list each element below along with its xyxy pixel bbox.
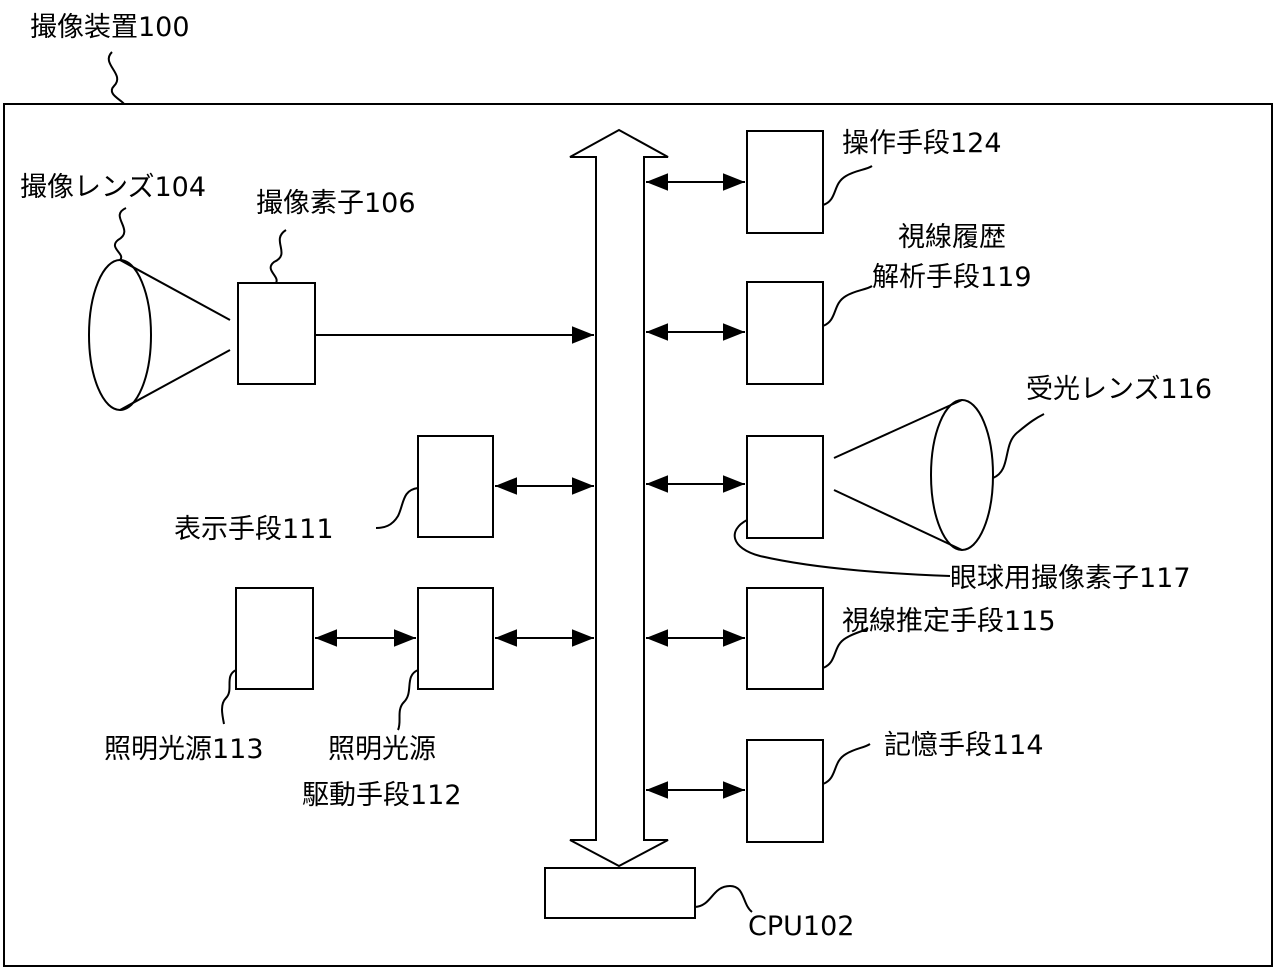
camera-lens-leader (113, 207, 127, 261)
gaze-history-label-line1: 視線履歴 (898, 222, 1006, 253)
illumination-driver-leader (397, 669, 419, 731)
camera-lens-cone-top (119, 259, 231, 321)
illumination-source-label: 照明光源113 (104, 734, 264, 765)
device-title-leader (107, 51, 125, 105)
gaze-estimation-leader (822, 627, 869, 669)
cpu-label: CPU102 (748, 911, 854, 942)
camera-lens-ellipse (88, 259, 152, 411)
eyeball-sensor-box (746, 435, 824, 539)
display-box (417, 435, 494, 538)
image-sensor-leader (269, 229, 287, 284)
receiving-lens-label: 受光レンズ116 (1026, 374, 1212, 405)
receiving-lens-ellipse (930, 399, 994, 551)
storage-leader (822, 743, 871, 785)
operation-box (746, 130, 824, 234)
display-leader (375, 487, 419, 529)
receiving-lens-leader (992, 413, 1045, 479)
receiving-lens-cone-bottom (833, 489, 963, 551)
illumination-source-box (235, 587, 314, 690)
illumination-driver-box (417, 587, 494, 690)
camera-lens-cone-bottom (119, 349, 231, 411)
eyeball-sensor-leader (733, 519, 951, 577)
system-bus-arrow (569, 128, 669, 868)
illumination-driver-label-line1: 照明光源 (328, 734, 436, 765)
storage-box (746, 739, 824, 843)
image-sensor-label: 撮像素子106 (256, 188, 416, 219)
device-title: 撮像装置100 (30, 12, 190, 43)
operation-label: 操作手段124 (842, 128, 1002, 159)
image-sensor-box (237, 282, 316, 385)
camera-lens-label: 撮像レンズ104 (20, 172, 206, 203)
illumination-source-leader (221, 669, 237, 725)
eyeball-sensor-label: 眼球用撮像素子117 (950, 563, 1191, 594)
gaze-estimation-box (746, 587, 824, 690)
gaze-history-box (746, 281, 824, 385)
gaze-history-label-line2: 解析手段119 (872, 262, 1032, 293)
display-label: 表示手段111 (174, 514, 334, 545)
device-frame (3, 103, 1273, 967)
cpu-leader (694, 884, 753, 913)
cpu-box (544, 867, 696, 919)
operation-leader (822, 165, 873, 206)
illumination-driver-label-line2: 駆動手段112 (302, 780, 462, 811)
storage-label: 記憶手段114 (884, 730, 1044, 761)
receiving-lens-cone-top (833, 399, 963, 459)
gaze-history-leader (822, 285, 873, 327)
gaze-estimation-label: 視線推定手段115 (842, 606, 1056, 637)
